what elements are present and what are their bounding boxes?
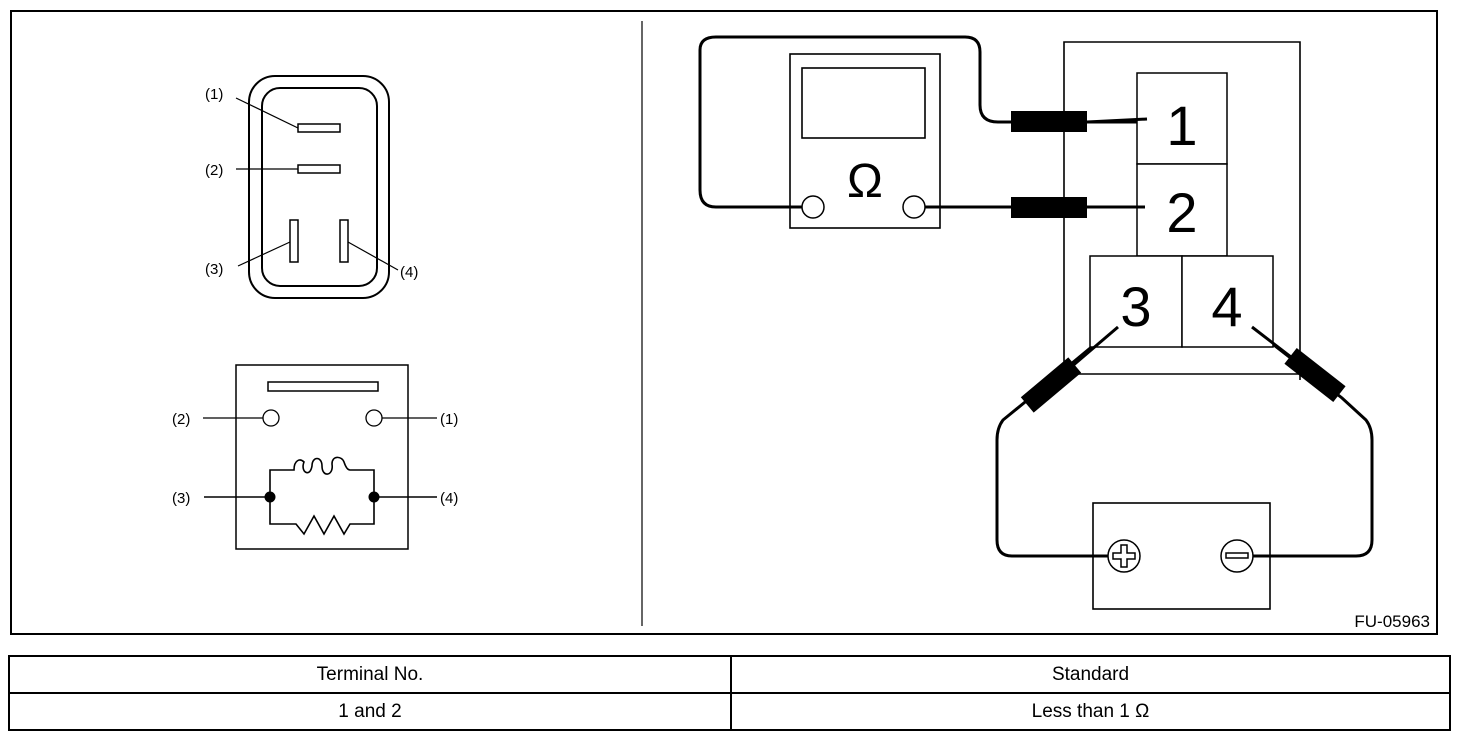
schematic-label-1: (1): [440, 411, 458, 428]
schematic-label-4: (4): [440, 490, 458, 507]
terminal-number-1: 1: [1166, 94, 1197, 157]
terminal-pin-3: [289, 219, 299, 263]
plus-icon: [1112, 544, 1136, 568]
probe-clip-terminal-4: [1284, 348, 1346, 402]
relay-housing: [1063, 41, 1301, 380]
cell-standard: Less than 1 Ω: [730, 692, 1451, 731]
ohmmeter-probe-jack-left: [801, 195, 825, 219]
terminal-number-3: 3: [1120, 275, 1151, 338]
table-header-row: Terminal No. Standard: [8, 655, 1451, 694]
header-standard: Standard: [730, 655, 1451, 694]
leader-line-1: [235, 97, 299, 129]
connector-label-3: (3): [205, 261, 223, 278]
connector-label-4: (4): [400, 264, 418, 281]
leader-line-4: [347, 241, 399, 271]
probe-clip-terminal-3: [1020, 357, 1082, 413]
spec-table: Terminal No. Standard 1 and 2 Less than …: [8, 655, 1451, 731]
terminal-circle-2: [262, 409, 280, 427]
header-terminal-no: Terminal No.: [8, 655, 732, 694]
terminal-block-1: [1136, 72, 1228, 165]
lead-wire-battery-negative: [1243, 326, 1374, 558]
probe-tip-1: [1086, 117, 1148, 124]
probe-tip-3: [1069, 325, 1119, 370]
coil-branch: [269, 456, 375, 497]
terminal-pin-4: [339, 219, 349, 263]
probe-clip-terminal-1: [1011, 111, 1087, 132]
probe-tip-4: [1251, 325, 1301, 366]
lead-wire-to-terminal-1: [698, 35, 1140, 209]
terminal-pin-2: [297, 164, 341, 174]
lead-wire-battery-positive: [995, 328, 1117, 558]
probe-clip-terminal-2: [1011, 197, 1087, 218]
ohmmeter-probe-jack-right: [902, 195, 926, 219]
ohmmeter: [789, 53, 941, 229]
schematic-label-3: (3): [172, 490, 190, 507]
relay-connector-view: [235, 75, 399, 299]
schematic-box: [235, 364, 409, 550]
schematic-label-2: (2): [172, 411, 190, 428]
connector-label-2: (2): [205, 162, 223, 179]
figure-frame: [10, 10, 1438, 635]
minus-icon: [1225, 552, 1249, 559]
ohmmeter-body: [789, 53, 941, 229]
leader-line-3: [237, 241, 291, 267]
terminal-number-2: 2: [1166, 181, 1197, 244]
connector-inner-shell: [261, 87, 378, 287]
ohmmeter-display: [801, 67, 926, 139]
connector-label-1: (1): [205, 86, 223, 103]
connector-outer-shell: [248, 75, 390, 299]
cell-terminal-no: 1 and 2: [8, 692, 732, 731]
terminal-pin-1: [297, 123, 341, 133]
resistor-branch: [269, 497, 375, 536]
relay-schematic: [203, 364, 437, 550]
figure-code: FU-05963: [1354, 612, 1430, 631]
contact-bar: [267, 381, 379, 392]
terminal-number-4: 4: [1211, 275, 1242, 338]
ohm-symbol-icon: Ω: [847, 155, 883, 208]
terminal-circle-1: [365, 409, 383, 427]
table-row: 1 and 2 Less than 1 Ω: [8, 692, 1451, 731]
battery: [1092, 502, 1271, 610]
terminal-block-3: [1089, 255, 1183, 348]
terminal-block-2: [1136, 163, 1228, 257]
